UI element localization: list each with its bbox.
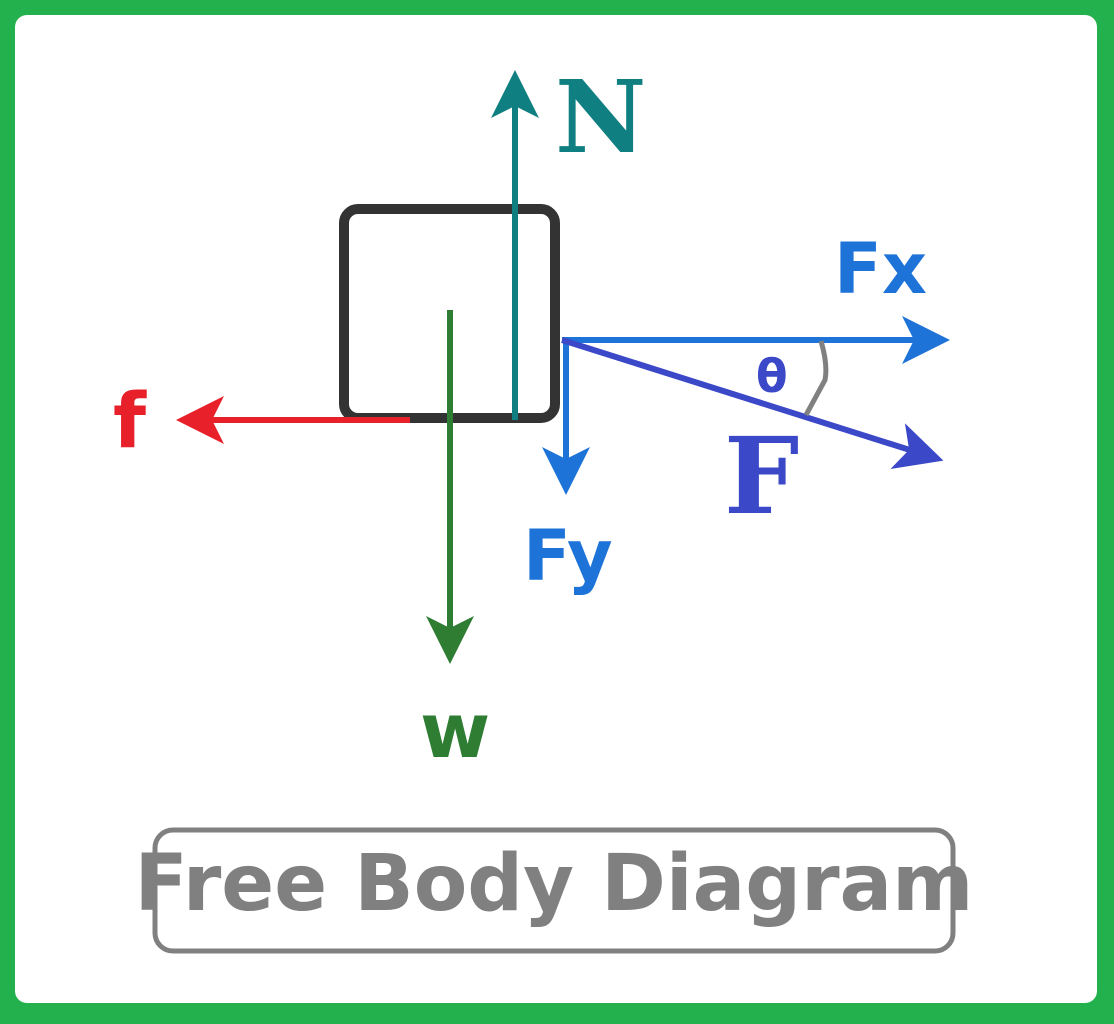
weight-label: w (420, 686, 490, 775)
diagram-title: Free Body Diagram (135, 839, 974, 929)
normal-force-label: N (555, 58, 646, 176)
applied-force-arrow (561, 337, 944, 470)
title-box (152, 827, 956, 954)
panel-background (15, 15, 1097, 1003)
friction-label: f (113, 376, 147, 465)
applied-force-label: F (724, 413, 799, 538)
force-y-label: Fy (523, 515, 613, 597)
angle-arc (803, 340, 829, 417)
angle-label: θ (756, 349, 788, 403)
force-x-label: Fx (834, 228, 927, 310)
